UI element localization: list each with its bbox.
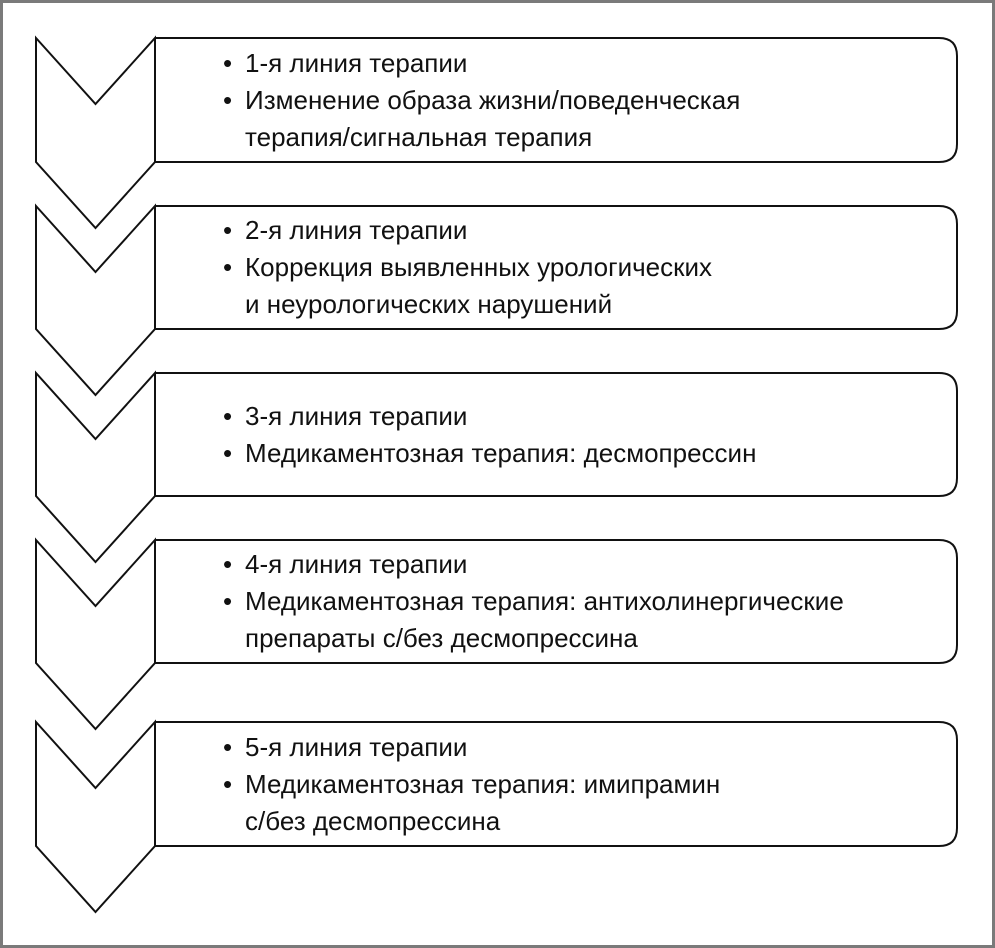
step-text: •3-я линия терапии•Медикаментозная терап… bbox=[223, 398, 756, 472]
step-title: •5-я линия терапии bbox=[223, 729, 720, 766]
step-text: •4-я линия терапии•Медикаментозная терап… bbox=[223, 546, 844, 657]
step-description-continued: и неурологических нарушений bbox=[245, 289, 613, 319]
step-description: •Изменение образа жизни/поведенческая bbox=[223, 82, 740, 119]
step-text: •1-я линия терапии•Изменение образа жизн… bbox=[223, 45, 740, 156]
step-box bbox=[155, 721, 958, 847]
bullet: • bbox=[223, 47, 233, 78]
bullet: • bbox=[223, 252, 233, 282]
bullet: • bbox=[223, 437, 233, 468]
step-box bbox=[155, 37, 958, 163]
step-box bbox=[155, 205, 958, 330]
bullet: • bbox=[223, 586, 233, 616]
bullet: • bbox=[223, 768, 233, 799]
chevron-arrow bbox=[35, 719, 156, 914]
bullet: • bbox=[223, 549, 233, 579]
chevron-arrow bbox=[35, 203, 156, 397]
step-description: •Коррекция выявленных урологических bbox=[223, 249, 712, 286]
step-text: •5-я линия терапии•Медикаментозная терап… bbox=[223, 729, 720, 840]
bullet: • bbox=[223, 731, 233, 762]
step-description: •Медикаментозная терапия: антихолинергич… bbox=[223, 583, 844, 620]
step-title: •3-я линия терапии bbox=[223, 398, 756, 435]
step-description-continued: с/без десмопрессина bbox=[245, 805, 501, 836]
step-text: •2-я линия терапии•Коррекция выявленных … bbox=[223, 212, 712, 323]
step-box bbox=[155, 539, 958, 664]
bullet: • bbox=[223, 400, 233, 431]
step-title: •4-я линия терапии bbox=[223, 546, 844, 583]
step-title: •1-я линия терапии bbox=[223, 45, 740, 82]
bullet: • bbox=[223, 84, 233, 115]
chevron-arrow bbox=[35, 537, 156, 731]
step-description-continued: терапия/сигнальная терапия bbox=[245, 121, 593, 152]
step-description: •Медикаментозная терапия: десмопрессин bbox=[223, 435, 756, 472]
step-title: •2-я линия терапии bbox=[223, 212, 712, 249]
step-box bbox=[155, 372, 958, 497]
step-description-continued: препараты с/без десмопрессина bbox=[245, 623, 638, 653]
step-description: •Медикаментозная терапия: имипрамин bbox=[223, 766, 720, 803]
chevron-arrow bbox=[35, 370, 156, 564]
chevron-arrow bbox=[35, 35, 156, 230]
bullet: • bbox=[223, 215, 233, 245]
